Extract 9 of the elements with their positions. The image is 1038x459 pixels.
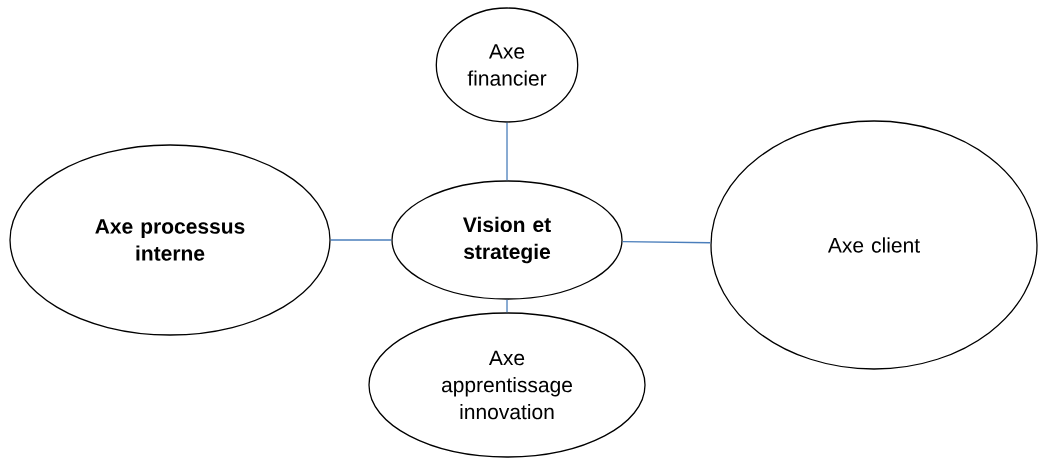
connector-line	[330, 239, 392, 241]
connector-line	[506, 299, 508, 313]
connector-line	[621, 240, 712, 244]
ellipse-node: Vision et strategie	[391, 180, 623, 300]
ellipse-node: Axe apprentissage innovation	[368, 312, 646, 458]
ellipse-node: Axe client	[710, 120, 1038, 370]
connector-line	[506, 122, 508, 181]
ellipse-node: Axe processus interne	[9, 144, 331, 336]
ellipse-node: Axe financier	[435, 7, 579, 123]
